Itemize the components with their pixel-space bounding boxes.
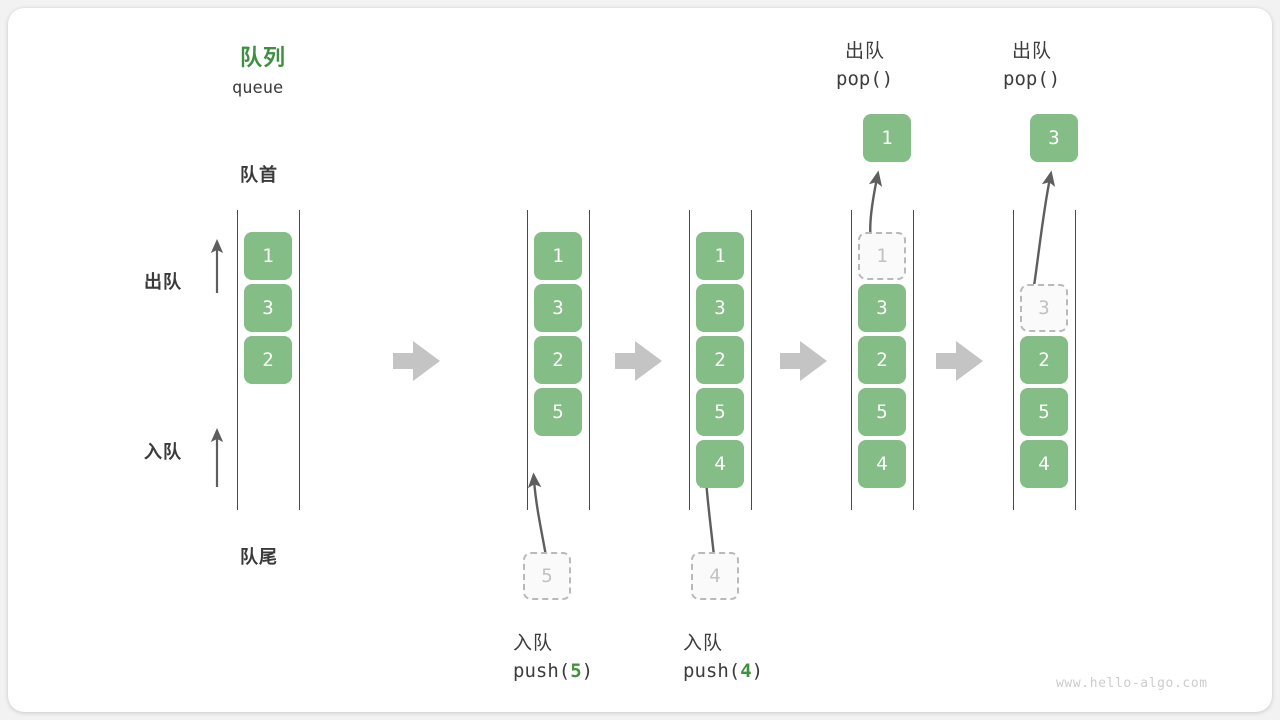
queue-rail-right [1075, 210, 1076, 510]
arrow-overlay [210, 170, 1056, 557]
push-5-op-code: push(5) [513, 660, 593, 682]
queue-cell: 2 [244, 336, 292, 384]
push-4-paren: ) [751, 660, 764, 682]
stage-arrow-4 [936, 341, 983, 381]
enqueue-label: 入队 [144, 442, 182, 462]
queue-cell: 3 [244, 284, 292, 332]
stage-arrow-2 [615, 341, 662, 381]
queue-rail-right [299, 210, 300, 510]
dequeue-label: 出队 [144, 272, 182, 292]
diagram-title-en: queue [232, 78, 284, 98]
pop-2-op-cn: 出队 [1012, 41, 1053, 62]
push-5-fn: push( [513, 660, 571, 682]
queue-cell: 3 [858, 284, 906, 332]
queue-cell: 2 [1020, 336, 1068, 384]
incoming-ghost-cell: 4 [691, 552, 739, 600]
push-4-fn: push( [683, 660, 741, 682]
queue-cell: 1 [244, 232, 292, 280]
push-4-op-code: push(4) [683, 660, 763, 682]
diagram-card: 队列 queue 队首 队尾 出队 入队 1 3 2 1 3 2 5 5 入队 … [8, 8, 1272, 712]
queue-cell: 3 [696, 284, 744, 332]
queue-cell: 5 [696, 388, 744, 436]
queue-cell: 4 [1020, 440, 1068, 488]
push-4-op-cn: 入队 [683, 633, 724, 654]
queue-cell-removed: 1 [858, 232, 906, 280]
push-5-arg: 5 [570, 660, 582, 682]
diagram-title-cn: 队列 [240, 45, 287, 70]
queue-cell: 1 [696, 232, 744, 280]
queue-cell: 2 [858, 336, 906, 384]
queue-cell: 2 [534, 336, 582, 384]
queue-cell-new: 4 [696, 440, 744, 488]
queue-rail-left [237, 210, 238, 510]
incoming-ghost-cell: 5 [523, 552, 571, 600]
queue-cell: 5 [858, 388, 906, 436]
stage-arrow-3 [780, 341, 827, 381]
pop-1-op-code: pop() [836, 68, 894, 90]
queue-cell: 2 [696, 336, 744, 384]
queue-rail-right [751, 210, 752, 510]
queue-front-label: 队首 [240, 165, 278, 185]
popped-cell: 1 [863, 114, 911, 162]
stage-arrow-1 [393, 341, 440, 381]
queue-cell-removed: 3 [1020, 284, 1068, 332]
queue-rail-left [1013, 210, 1014, 510]
push-5-arrow [527, 472, 548, 557]
pop-2-op-code: pop() [1003, 68, 1061, 90]
pop-1-op-cn: 出队 [845, 41, 886, 62]
popped-cell: 3 [1030, 114, 1078, 162]
queue-cell: 4 [858, 440, 906, 488]
queue-rail-left [851, 210, 852, 510]
queue-rail-right [589, 210, 590, 510]
watermark: www.hello-algo.com [1056, 676, 1208, 691]
queue-rail-left [527, 210, 528, 510]
queue-cell: 5 [1020, 388, 1068, 436]
push-4-arrow [699, 472, 716, 557]
queue-rail-right [913, 210, 914, 510]
push-5-paren: ) [581, 660, 594, 682]
queue-cell: 1 [534, 232, 582, 280]
push-4-arg: 4 [740, 660, 752, 682]
queue-cell-new: 5 [534, 388, 582, 436]
queue-rail-left [689, 210, 690, 510]
queue-rear-label: 队尾 [240, 547, 278, 567]
queue-cell: 3 [534, 284, 582, 332]
push-5-op-cn: 入队 [513, 633, 554, 654]
